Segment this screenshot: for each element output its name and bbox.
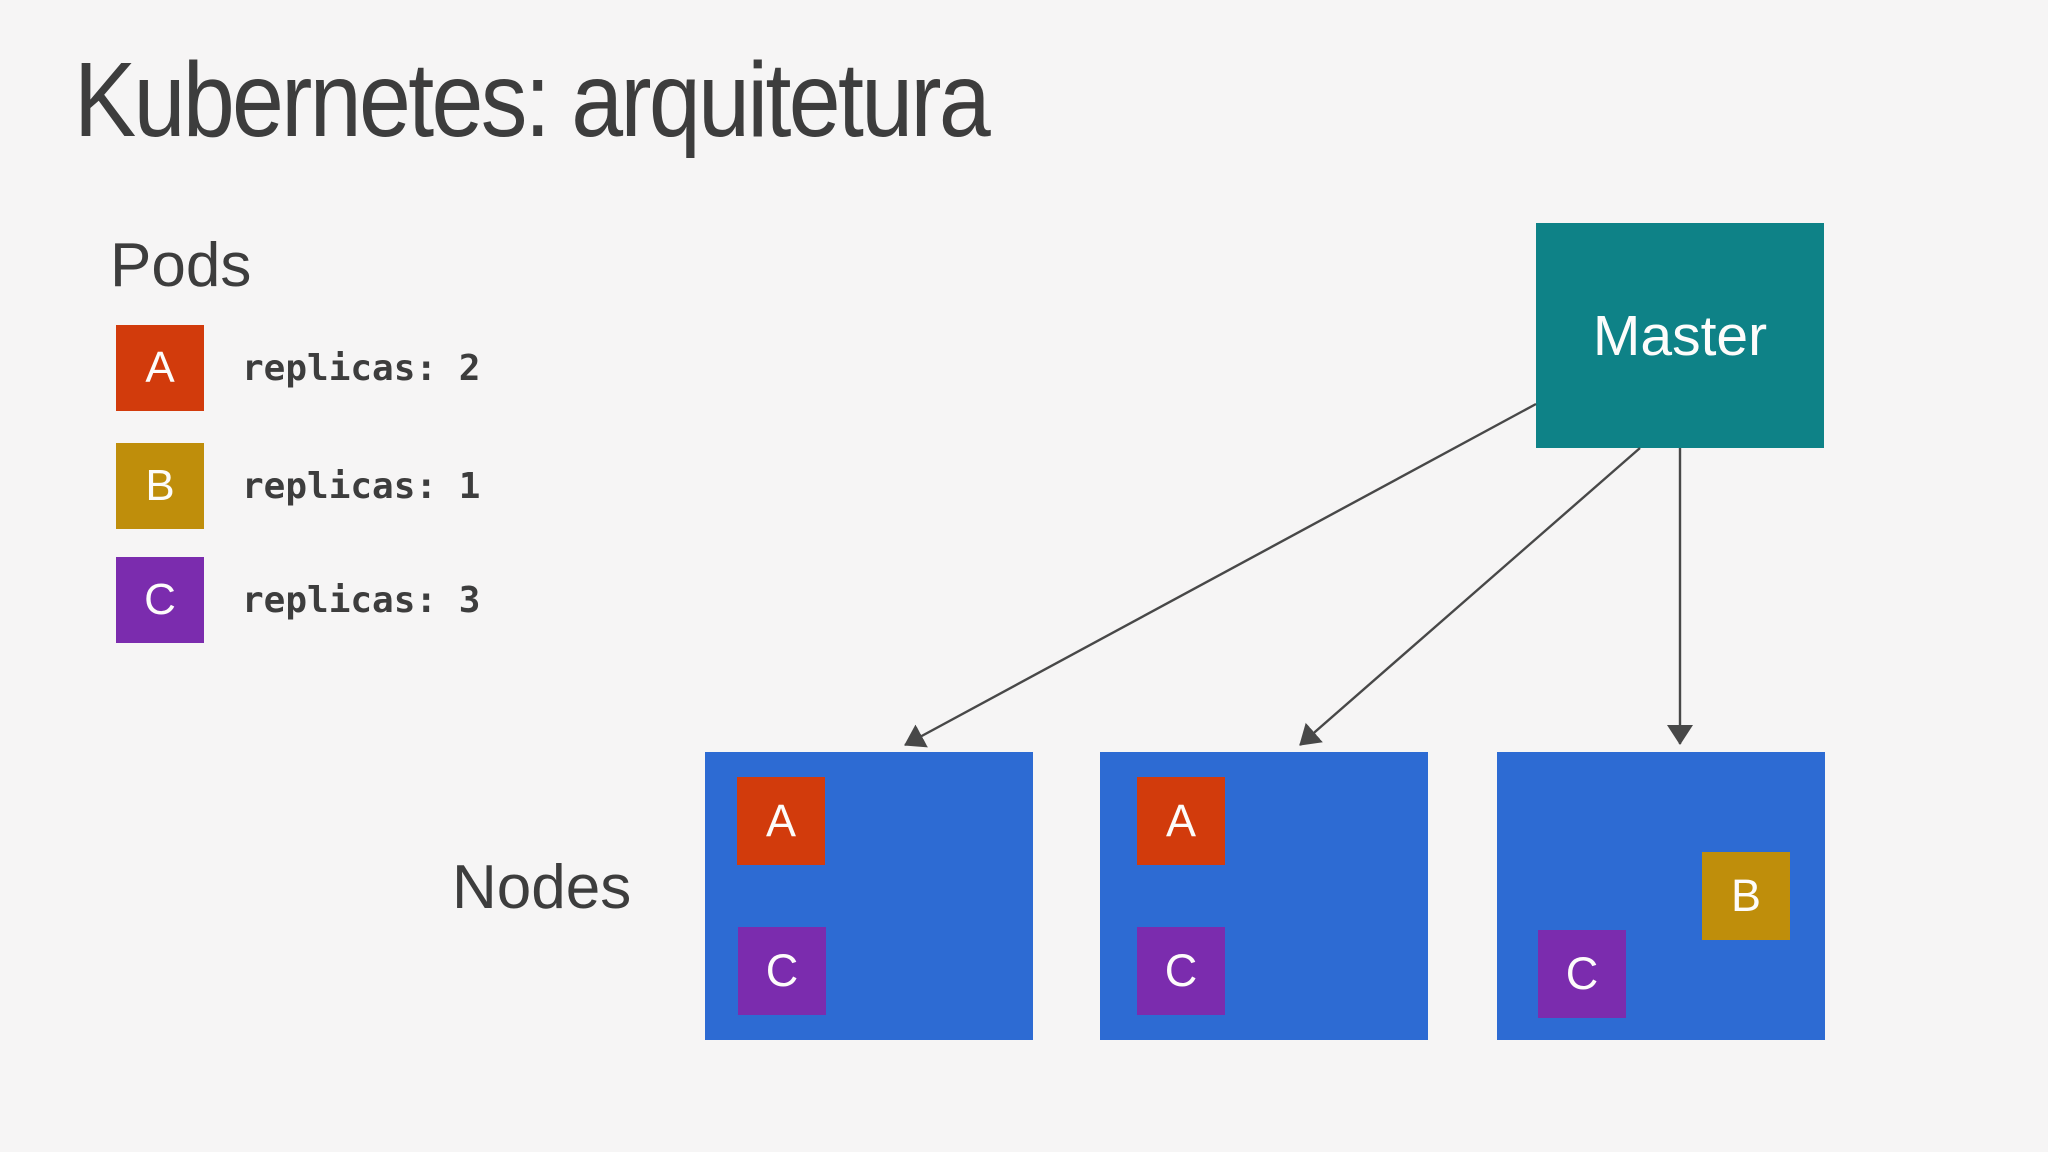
node-3: B C [1497,752,1825,1040]
pod-b-swatch: B [116,443,204,529]
pod-c-swatch: C [116,557,204,643]
slide-title: Kubernetes: arquitetura [74,41,991,159]
node-1: A C [705,752,1033,1040]
node-2: A C [1100,752,1428,1040]
pod-a-replicas-label: replicas: 2 [242,347,481,389]
node-1-pod-c: C [738,927,826,1015]
nodes-section-heading: Nodes [452,853,632,922]
arrow-master-to-node-2 [1299,447,1641,746]
node-2-pod-c: C [1137,927,1225,1015]
node-2-pod-a: A [1137,777,1225,865]
node-1-pod-a: A [737,777,825,865]
pods-section-heading: Pods [110,231,252,300]
pod-legend-item-a: A replicas: 2 [116,325,480,411]
pod-legend-item-b: B replicas: 1 [116,443,480,529]
pod-legend-item-c: C replicas: 3 [116,557,480,643]
node-3-pod-c: C [1538,930,1626,1018]
arrow-master-to-node-1 [904,402,1537,748]
pod-c-replicas-label: replicas: 3 [242,579,481,621]
pod-a-swatch: A [116,325,204,411]
node-3-pod-b: B [1702,852,1790,940]
pod-b-replicas-label: replicas: 1 [242,465,481,507]
master-box: Master [1536,223,1824,448]
